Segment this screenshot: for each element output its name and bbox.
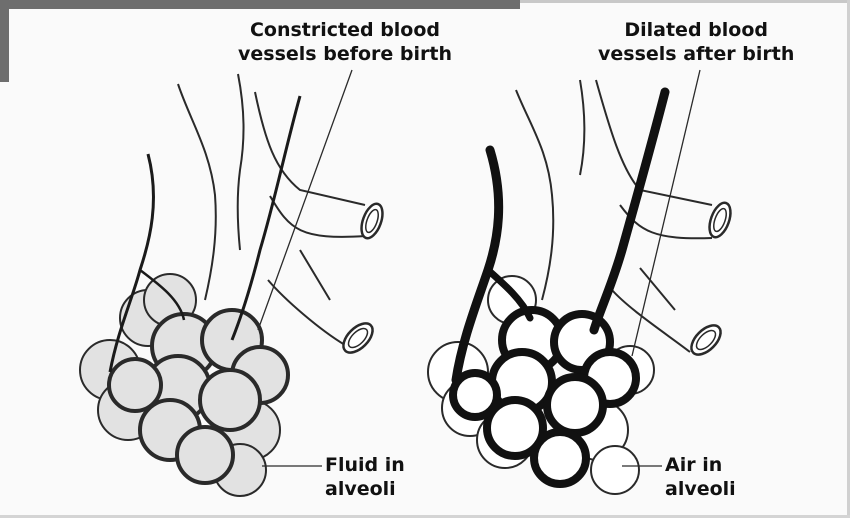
left-alveolus xyxy=(177,427,233,483)
right-top-leader xyxy=(632,70,700,356)
right-alveolus xyxy=(534,432,586,484)
left-bronchiole xyxy=(178,74,244,300)
right-alveolus xyxy=(591,446,639,494)
constricted-vessels-label: Constricted blood vessels before birth xyxy=(238,18,452,66)
right-vessel xyxy=(456,150,499,380)
left-alveolus xyxy=(109,359,161,411)
dilated-label-line2: vessels after birth xyxy=(598,42,794,66)
dilated-vessels-label: Dilated blood vessels after birth xyxy=(598,18,794,66)
air-in-alveoli-label: Air in alveoli xyxy=(665,453,736,501)
constricted-label-line2: vessels before birth xyxy=(238,42,452,66)
fluid-in-alveoli-label: Fluid in alveoli xyxy=(325,453,405,501)
right-vessel xyxy=(594,92,665,330)
right-alveolus xyxy=(547,377,603,433)
fluid-label-line2: alveoli xyxy=(325,477,405,501)
right-bronchiole xyxy=(516,80,585,300)
air-label-line1: Air in xyxy=(665,453,736,477)
left-alveoli-cluster xyxy=(80,70,387,496)
fluid-label-line1: Fluid in xyxy=(325,453,405,477)
left-airway-tube xyxy=(255,92,366,345)
constricted-label-line1: Constricted blood xyxy=(238,18,452,42)
left-alveolus xyxy=(200,370,260,430)
air-label-line2: alveoli xyxy=(665,477,736,501)
dilated-label-line1: Dilated blood xyxy=(598,18,794,42)
right-alveoli-cluster xyxy=(428,70,735,494)
